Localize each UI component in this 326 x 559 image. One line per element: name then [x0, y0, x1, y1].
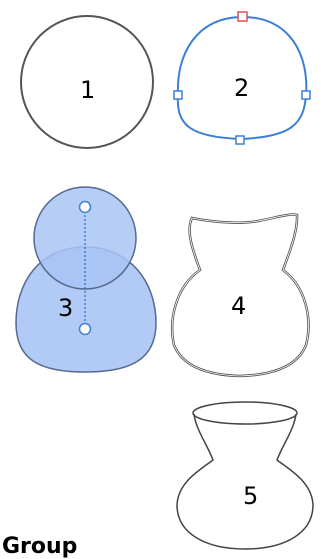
step2-right-handle[interactable]	[302, 91, 310, 99]
step2-bottom-handle[interactable]	[236, 136, 244, 144]
step3-bottom-handle[interactable]	[80, 324, 91, 335]
step5-vase-rim	[193, 402, 297, 424]
step3-top-handle[interactable]	[80, 202, 91, 213]
step2-left-handle[interactable]	[174, 91, 182, 99]
step5-label: 5	[243, 484, 258, 508]
step2-top-handle[interactable]	[238, 12, 247, 21]
step4-label: 4	[231, 294, 246, 318]
step3-label: 3	[58, 296, 73, 320]
step2-label: 2	[234, 76, 249, 100]
step1-label: 1	[80, 78, 95, 102]
group-caption: Group	[2, 536, 77, 558]
